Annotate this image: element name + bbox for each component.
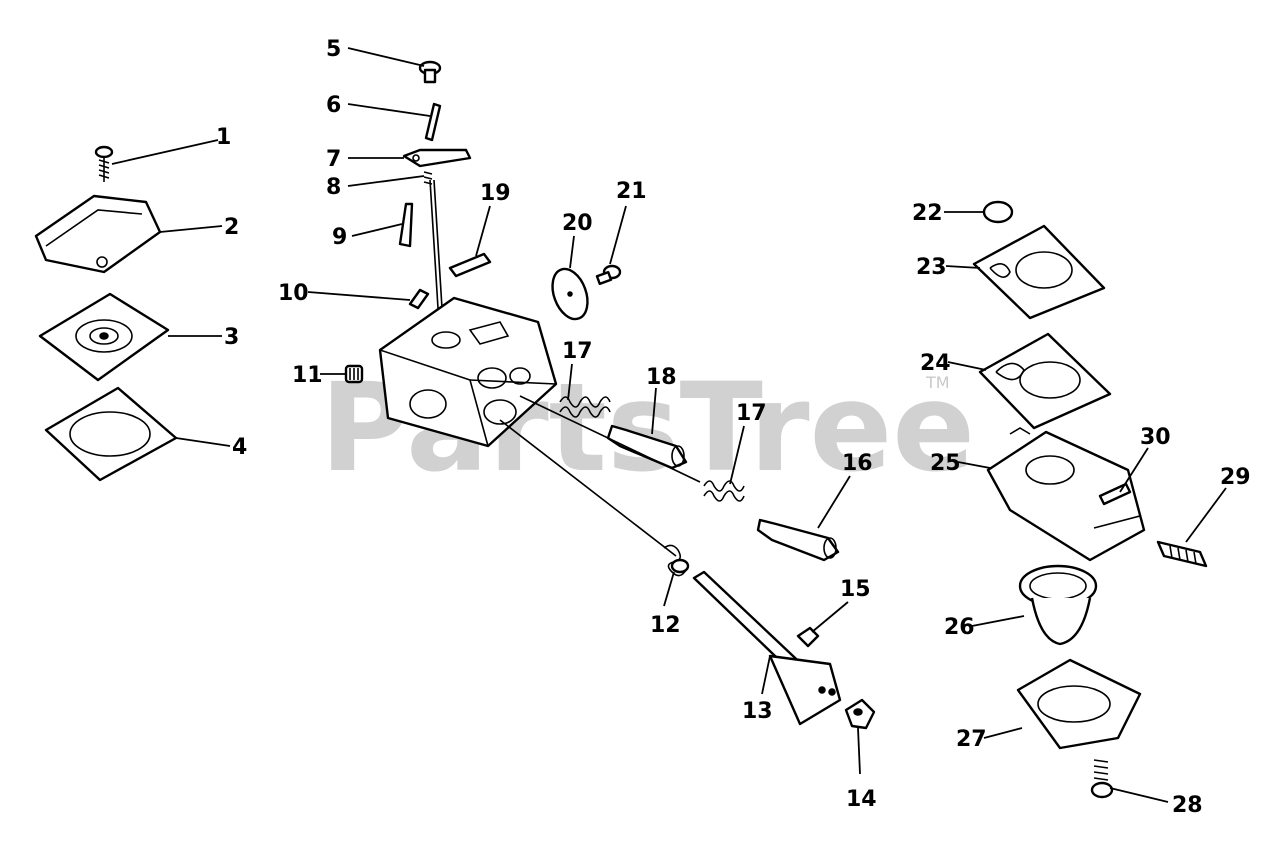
callout-8: 8 — [326, 175, 341, 200]
callout-20: 20 — [562, 211, 593, 236]
part-10-clip — [408, 288, 430, 310]
part-1-screw — [94, 145, 114, 182]
callout-23: 23 — [916, 255, 947, 280]
callout-21: 21 — [616, 179, 647, 204]
callout-17-lower: 17 — [736, 401, 767, 426]
part-5-screw — [418, 60, 442, 84]
part-14-nut — [844, 698, 876, 730]
part-19-gasket-strip — [448, 252, 492, 278]
watermark-trademark: TM — [925, 373, 950, 392]
part-23-gasket — [972, 224, 1106, 320]
adjust-axis-line — [519, 395, 701, 483]
callout-5: 5 — [326, 37, 341, 62]
part-11-plug — [344, 364, 364, 384]
part-2-diaphragm-cover — [34, 194, 162, 274]
callout-13: 13 — [742, 699, 773, 724]
part-28-screw — [1090, 759, 1114, 799]
callout-3: 3 — [224, 325, 239, 350]
part-3-diaphragm — [38, 292, 170, 382]
part-4-gasket — [44, 386, 178, 482]
part-25-metering-body — [986, 427, 1146, 562]
part-16-needle — [756, 518, 840, 562]
callout-1: 1 — [216, 125, 231, 150]
part-17-spring-upper — [559, 396, 611, 418]
callout-19: 19 — [480, 181, 511, 206]
callout-4: 4 — [232, 435, 247, 460]
callout-29: 29 — [1220, 465, 1251, 490]
callout-30: 30 — [1140, 425, 1171, 450]
part-9-needle — [398, 202, 414, 248]
part-27-retainer-plate — [1016, 658, 1142, 750]
part-6-pin — [424, 102, 442, 142]
part-21-screw — [595, 264, 622, 286]
callout-15: 15 — [840, 577, 871, 602]
callout-14: 14 — [846, 787, 877, 812]
callout-22: 22 — [912, 201, 943, 226]
callout-27: 27 — [956, 727, 987, 752]
callout-17-upper: 17 — [562, 339, 593, 364]
part-13-choke-shaft — [692, 570, 842, 726]
choke-axis-line — [499, 419, 677, 557]
callout-18: 18 — [646, 365, 677, 390]
callout-24: 24 — [920, 351, 951, 376]
part-24-diaphragm — [978, 332, 1112, 430]
part-12-spring — [663, 544, 690, 577]
callout-28: 28 — [1172, 793, 1203, 818]
callout-2: 2 — [224, 215, 239, 240]
callout-12: 12 — [650, 613, 681, 638]
callout-9: 9 — [332, 225, 347, 250]
callout-25: 25 — [930, 451, 961, 476]
callout-7: 7 — [326, 147, 341, 172]
carburetor-body — [378, 296, 558, 448]
callout-6: 6 — [326, 93, 341, 118]
part-17-spring-lower — [703, 480, 745, 502]
part-26-primer-bulb — [1018, 564, 1098, 646]
callout-labels: 1 2 3 4 5 6 7 8 9 10 11 12 13 14 15 16 1… — [216, 37, 1251, 818]
callout-10: 10 — [278, 281, 309, 306]
callout-26: 26 — [944, 615, 975, 640]
part-22-cap — [982, 200, 1014, 224]
part-7-lever — [402, 148, 472, 168]
callout-11: 11 — [292, 363, 323, 388]
callout-16: 16 — [842, 451, 873, 476]
part-15-clip — [796, 626, 820, 648]
leader-lines — [111, 47, 1227, 803]
part-20-throttle-plate — [551, 267, 589, 321]
part-29-screw — [1156, 540, 1208, 568]
